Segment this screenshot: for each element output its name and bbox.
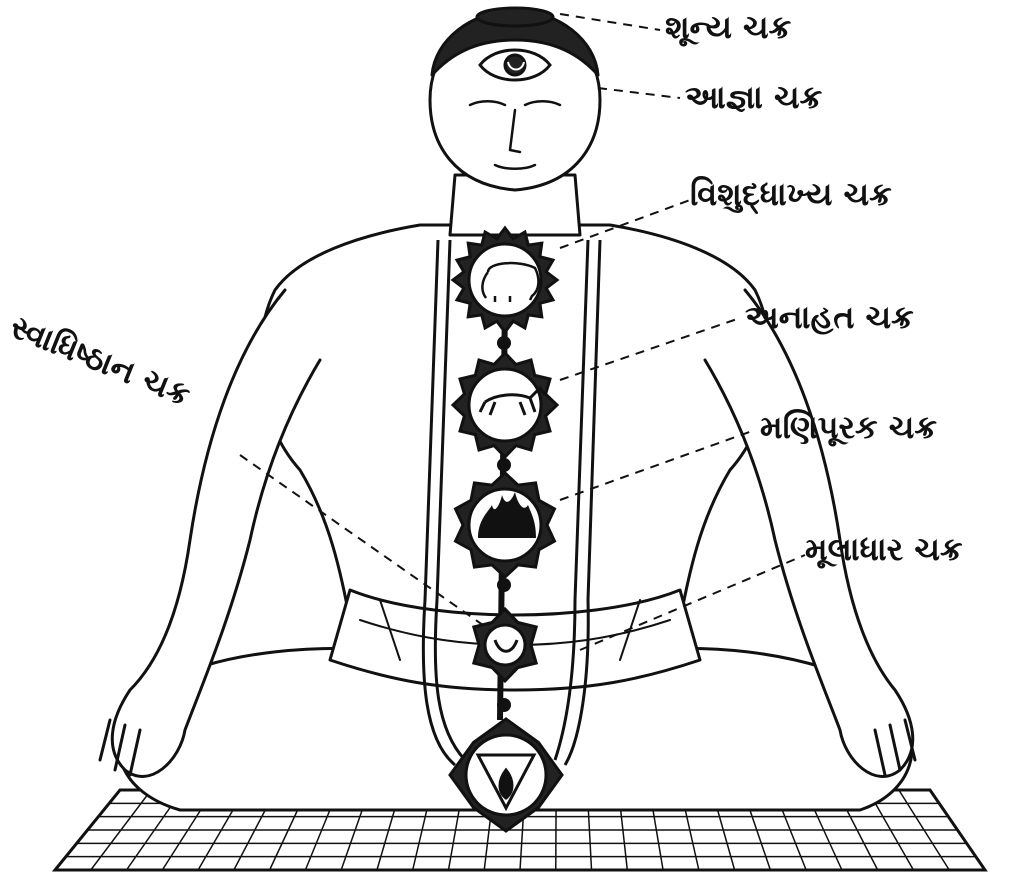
third-eye-icon (480, 50, 550, 80)
label-vishuddha-chakra: વિશુદ્ધાખ્ય ચક્ર (690, 175, 892, 215)
spine-knot (497, 336, 511, 350)
spine-knot (497, 698, 511, 712)
label-anahata-chakra: અનાહત ચક્ર (745, 298, 914, 336)
label-manipura-chakra: મણિપૂરક ચક્ર (760, 408, 937, 447)
spine-knot (497, 458, 511, 472)
spine-knot (497, 578, 511, 592)
label-muladhara-chakra: મૂલાધાર ચક્ર (805, 530, 963, 569)
vishuddha-chakra-icon (453, 228, 557, 332)
shunya-chakra-icon (477, 8, 553, 26)
label-svadhishthana-chakra: સ્વાધિષ્ઠાન ચક્ર (5, 307, 196, 414)
label-shunya-chakra: શૂન્ય ચક્ર (665, 8, 792, 47)
label-agna-chakra: આજ્ઞા ચક્ર (685, 78, 823, 116)
